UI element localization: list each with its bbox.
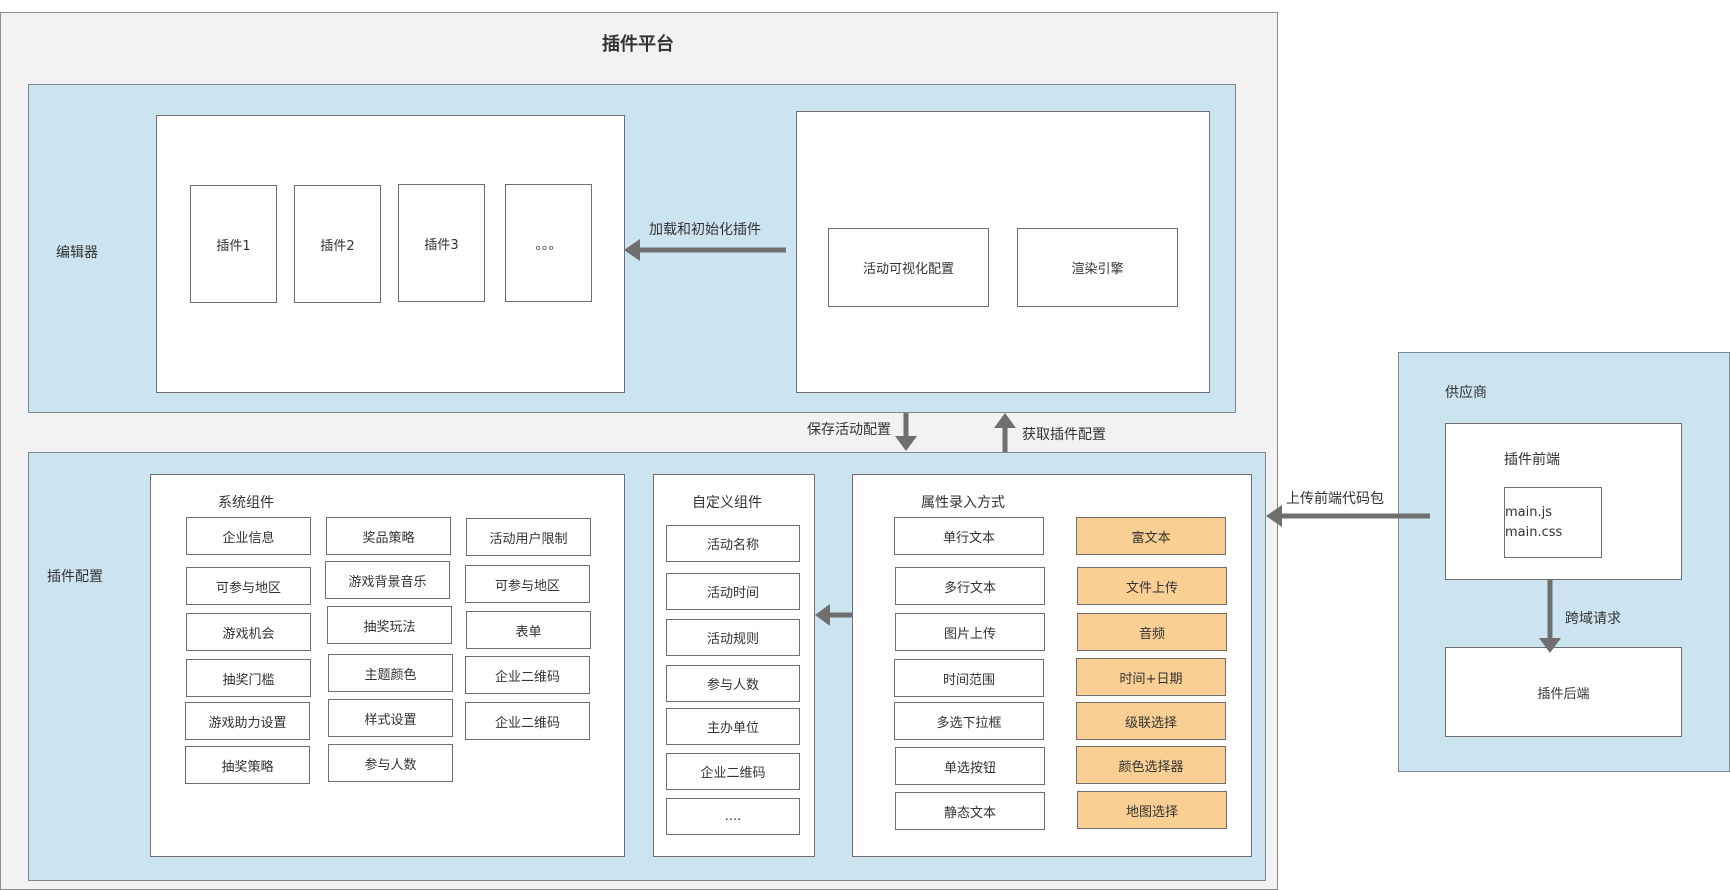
plugin-more: 。。。 (505, 184, 592, 302)
input-method-item: 单选按钮 (895, 747, 1045, 785)
plugin-3: 插件3 (398, 184, 485, 302)
input-method-highlight: 文件上传 (1077, 567, 1227, 605)
input-method-highlight: 富文本 (1076, 517, 1226, 555)
input-method-item: 多行文本 (895, 567, 1045, 605)
custom-item: .... (666, 798, 800, 835)
custom-components-title: 自定义组件 (692, 495, 762, 511)
upload-package-arrow (1266, 505, 1430, 527)
platform-title: 插件平台 (602, 34, 674, 55)
custom-item: 主办单位 (666, 708, 800, 745)
load-plugin-label: 加载和初始化插件 (649, 222, 761, 238)
fetch-config-label: 获取插件配置 (1022, 427, 1106, 443)
system-item: 企业二维码 (465, 656, 590, 694)
input-method-highlight: 音频 (1077, 613, 1227, 651)
plugin-frontend-title: 插件前端 (1504, 452, 1560, 468)
plugin-2: 插件2 (294, 185, 381, 303)
system-item: 游戏背景音乐 (325, 561, 450, 599)
input-method-item: 多选下拉框 (894, 702, 1044, 740)
custom-item: 活动时间 (666, 573, 800, 610)
input-method-item: 图片上传 (895, 613, 1045, 651)
system-item: 奖品策略 (326, 517, 451, 555)
input-method-highlight: 颜色选择器 (1076, 746, 1226, 784)
system-item: 抽奖门槛 (186, 659, 311, 697)
plugin-1: 插件1 (190, 185, 277, 303)
plugin-backend-box: 插件后端 (1445, 647, 1682, 737)
system-item: 抽奖策略 (185, 746, 310, 784)
input-methods-title: 属性录入方式 (921, 495, 1005, 511)
editor-label: 编辑器 (56, 245, 98, 261)
input-method-item: 单行文本 (894, 517, 1044, 555)
fetch-config-arrow (994, 413, 1016, 452)
system-item: 企业信息 (186, 517, 311, 555)
system-item: 参与人数 (328, 744, 453, 782)
system-item: 可参与地区 (465, 565, 590, 603)
system-item: 样式设置 (328, 699, 453, 737)
supplier-label: 供应商 (1445, 385, 1487, 401)
render-engine-box: 渲染引擎 (1017, 228, 1178, 307)
input-method-highlight: 地图选择 (1077, 791, 1227, 829)
system-item: 表单 (466, 611, 591, 649)
input-method-item: 时间范围 (894, 659, 1044, 697)
system-components-title: 系统组件 (218, 495, 274, 511)
input-to-custom-arrow (815, 604, 852, 626)
custom-item: 活动规则 (666, 619, 800, 656)
cross-domain-label: 跨域请求 (1565, 611, 1621, 627)
input-method-highlight: 级联选择 (1076, 702, 1226, 740)
system-item: 企业二维码 (465, 702, 590, 740)
visual-config-box: 活动可视化配置 (828, 228, 989, 307)
cross-domain-arrow (1539, 580, 1561, 653)
system-item: 游戏助力设置 (185, 702, 310, 740)
system-item: 抽奖玩法 (327, 606, 452, 644)
input-method-highlight: 时间+日期 (1076, 658, 1226, 696)
system-item: 可参与地区 (186, 567, 311, 605)
save-config-label: 保存活动配置 (807, 422, 891, 438)
system-item: 游戏机会 (186, 613, 311, 651)
system-item: 活动用户限制 (466, 518, 591, 556)
custom-item: 活动名称 (666, 525, 800, 562)
frontend-files-box (1504, 487, 1602, 558)
config-label: 插件配置 (47, 569, 103, 585)
file-main-js: main.js (1505, 505, 1552, 520)
load-plugin-arrow (624, 239, 786, 261)
upload-package-label: 上传前端代码包 (1286, 491, 1384, 507)
save-config-arrow (895, 413, 917, 451)
custom-item: 参与人数 (666, 665, 800, 702)
input-method-item: 静态文本 (895, 792, 1045, 830)
custom-item: 企业二维码 (666, 753, 800, 790)
file-main-css: main.css (1505, 525, 1563, 540)
system-item: 主题颜色 (328, 654, 453, 692)
